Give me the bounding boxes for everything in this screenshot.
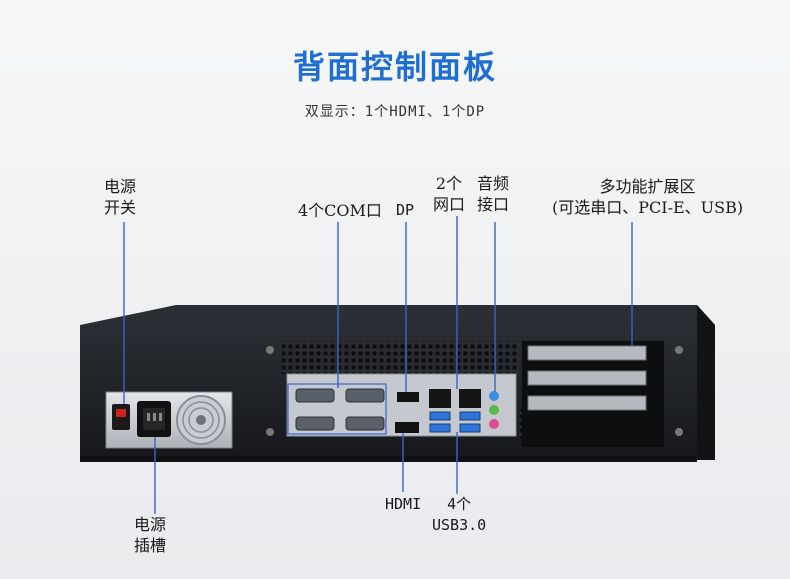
page-subtitle: 双显示：1个HDMI、1个DP [304,104,486,120]
label-network-ports: 2个 网口 [433,174,466,214]
lan-port [459,389,481,408]
label-usb: 4个 USB3.0 [432,495,487,534]
label-power-switch: 电源 开关 [104,177,137,217]
usb-ports [429,411,481,433]
audio-jack [489,405,499,415]
chassis-top [80,305,715,325]
page-title: 背面控制面板 [292,48,497,86]
label-audio: 音频 接口 [477,174,510,214]
callout-lines [123,216,633,514]
label-power-socket: 电源 插槽 [134,515,167,555]
label-dp: DP [396,201,415,219]
lan-port [429,389,451,408]
hdmi-port [395,422,419,433]
label-com-ports: 4个COM口 [298,201,382,220]
vent-grille [282,341,519,374]
label-expansion: 多功能扩展区 (可选串口、PCI-E、USB) [552,177,744,217]
audio-jack [489,419,499,429]
com-ports [295,388,385,431]
dp-port [397,392,419,402]
expansion-slots [527,345,647,411]
audio-jack [489,391,499,401]
label-hdmi: HDMI [385,495,422,513]
